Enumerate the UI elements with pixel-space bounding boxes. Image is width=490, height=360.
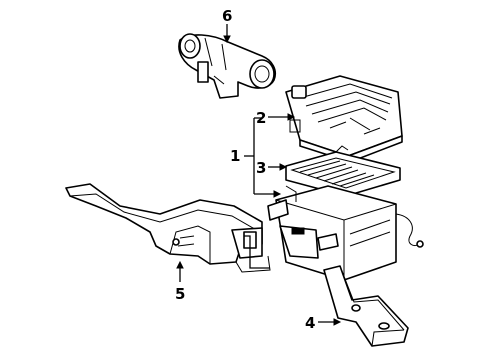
airflow-meter-hose (178, 33, 277, 99)
air-filter-element (285, 145, 401, 197)
air-cleaner-case (267, 185, 424, 281)
callout-2: 2 (256, 109, 266, 127)
leader-lines (176, 24, 342, 326)
callout-1: 1 (230, 147, 240, 165)
callout-6: 6 (222, 7, 232, 25)
intake-duct (65, 183, 271, 273)
air-cleaner-cover (285, 75, 403, 163)
callout-3: 3 (256, 159, 266, 177)
callout-4: 4 (305, 314, 315, 332)
mounting-bracket (323, 265, 409, 347)
callout-5: 5 (175, 285, 185, 303)
